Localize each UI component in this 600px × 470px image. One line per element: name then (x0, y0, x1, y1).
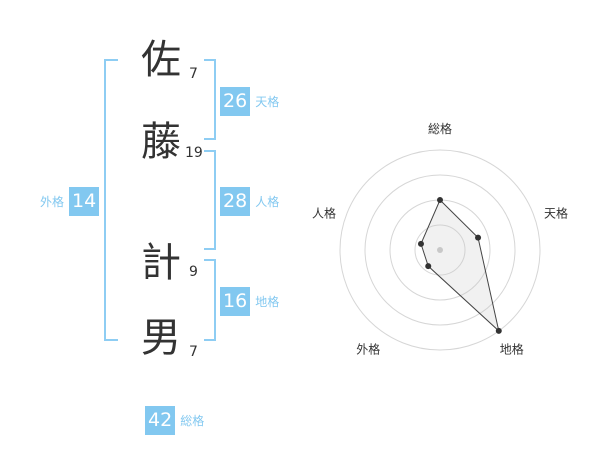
name-char-3: 計 (141, 240, 181, 286)
radar-data-polygon (420, 199, 500, 333)
radar-data-point-3 (495, 327, 502, 334)
name-char-4: 男 (141, 315, 181, 361)
radar-grid-ring (339, 149, 541, 351)
jinkaku-label: 人格 (255, 195, 280, 209)
gaikaku-badge: 外格 14 (40, 187, 100, 216)
stroke-count-1: 7 (189, 66, 198, 82)
soukaku-badge: 42 総格 (145, 406, 204, 435)
tenkaku-bracket (204, 59, 216, 140)
radar-axis-label-1: 総格 (428, 121, 452, 136)
soukaku-value: 42 (145, 406, 176, 435)
radar-axis-label-5: 人格 (312, 205, 336, 220)
jinkaku-badge: 28 人格 (220, 187, 279, 216)
gaikaku-bracket (104, 59, 118, 341)
radar-data-point-4 (425, 263, 432, 270)
radar-grid-ring (364, 174, 516, 326)
radar-data-point-1 (437, 197, 443, 203)
radar-center-dot (437, 247, 443, 253)
radar-axis-label-3: 地格 (500, 342, 524, 357)
radar-data-point-2 (475, 234, 482, 241)
radar-data-point-5 (417, 240, 424, 247)
stroke-count-4: 7 (189, 344, 198, 360)
name-char-2: 藤 (141, 119, 181, 165)
stroke-count-2: 19 (185, 145, 203, 161)
name-char-1: 佐 (141, 37, 181, 83)
chikaku-value: 16 (220, 287, 251, 316)
radar-axis-label-2: 天格 (544, 205, 568, 220)
radar-grid-ring (414, 224, 466, 276)
gaikaku-label: 外格 (40, 195, 65, 209)
tenkaku-value: 26 (220, 87, 251, 116)
jinkaku-bracket (204, 150, 216, 250)
chikaku-label: 地格 (255, 295, 280, 309)
tenkaku-badge: 26 天格 (220, 87, 279, 116)
jinkaku-value: 28 (220, 187, 251, 216)
radar-axis-label-4: 外格 (356, 342, 380, 357)
tenkaku-label: 天格 (255, 95, 280, 109)
chikaku-badge: 16 地格 (220, 287, 279, 316)
soukaku-label: 総格 (180, 414, 205, 428)
stroke-count-3: 9 (189, 264, 198, 280)
chikaku-bracket (204, 259, 216, 341)
gaikaku-value: 14 (69, 187, 100, 216)
